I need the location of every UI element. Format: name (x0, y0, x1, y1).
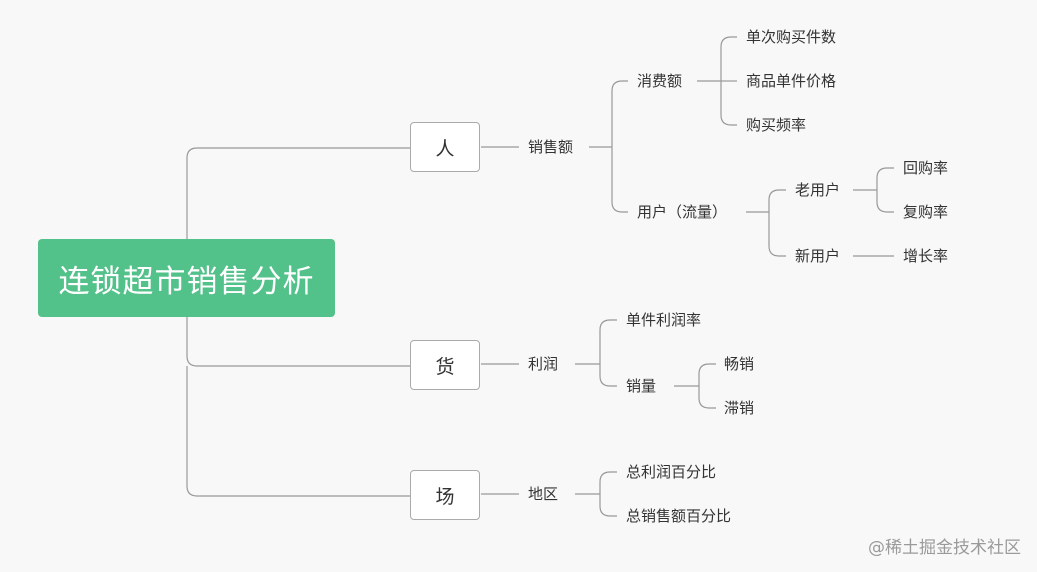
branch-node-chang[interactable]: 场 (410, 470, 480, 520)
node-profit[interactable]: 利润 (528, 355, 559, 373)
node-unit-price[interactable]: 商品单件价格 (746, 72, 837, 90)
node-users[interactable]: 用户（流量） (637, 203, 728, 221)
node-best-selling[interactable]: 畅销 (724, 355, 755, 373)
node-sales[interactable]: 销售额 (528, 138, 574, 156)
node-old-users[interactable]: 老用户 (795, 181, 841, 199)
node-purchase-frequency[interactable]: 购买频率 (746, 116, 807, 134)
node-growth-rate[interactable]: 增长率 (903, 247, 949, 265)
node-unit-profit-rate[interactable]: 单件利润率 (626, 311, 702, 329)
root-node-title[interactable]: 连锁超市销售分析 (38, 239, 335, 317)
node-repeat-purchase-rate[interactable]: 复购率 (903, 203, 949, 221)
node-total-sales-pct[interactable]: 总销售额百分比 (626, 507, 732, 525)
node-repurchase-rate[interactable]: 回购率 (903, 159, 949, 177)
node-consumption[interactable]: 消费额 (637, 72, 683, 90)
branch-node-ren[interactable]: 人 (410, 122, 480, 172)
node-total-profit-pct[interactable]: 总利润百分比 (626, 463, 717, 481)
node-slow-selling[interactable]: 滞销 (724, 399, 755, 417)
node-region[interactable]: 地区 (528, 485, 559, 503)
watermark-text: @稀土掘金技术社区 (868, 538, 1021, 558)
branch-node-huo[interactable]: 货 (410, 340, 480, 390)
node-new-users[interactable]: 新用户 (795, 247, 841, 265)
node-sales-volume[interactable]: 销量 (626, 377, 657, 395)
node-purchase-count[interactable]: 单次购买件数 (746, 28, 837, 46)
